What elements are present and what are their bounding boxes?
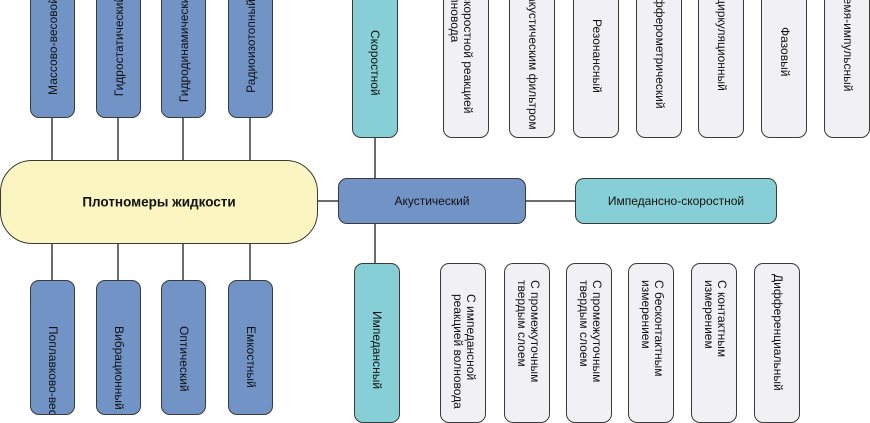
method-optical-label: Оптический [176,326,191,392]
method-mass-weight-label: Массово-весовой [45,0,60,95]
root-label: Плотномеры жидкости [82,194,236,210]
method-radioisotope-label: Радиоизотопный [243,0,258,93]
speed-subtype-label: С акустическим фильтром [526,0,540,130]
impedance-subtype-contact: С контактным измерением [691,263,737,423]
method-optical: Оптический [161,280,206,415]
impedance-subtype-differential: Дифференциальный [754,263,800,423]
acoustic-impedance-label: Импедансный [370,311,384,390]
impedance-subtype-solid-layer-2: С промежуточным твердым слоем [566,263,612,423]
speed-subtype-phase: Фазовый [761,0,807,138]
speed-subtype-time-pulse: Время-импульсный [824,0,870,138]
speed-subtype-differometric: Дифферометрический [636,0,682,138]
method-capacitive: Емкостный [228,280,273,415]
impedance-subtype-waveguide-reaction: С импедансной реакцией волновода [440,263,486,423]
acoustic-impedance-speed: Импедансно-скоростной [575,178,777,224]
speed-subtype-label: С скоростной реакцией волновода [448,0,475,117]
method-acoustic: Акустический [338,178,526,224]
impedance-subtype-solid-layer-1: С промежуточным твердым слоем [504,263,550,423]
speed-subtype-recirculation: Рециркуляционный [698,0,744,138]
impedance-subtype-label: С бесконтактным измерением [639,280,666,380]
speed-subtype-label: Рециркуляционный [715,0,729,91]
acoustic-speed-label: Скоростной [368,30,382,96]
method-radioisotope: Радиоизотопный [228,0,273,118]
method-capacitive-label: Емкостный [243,326,258,388]
method-mass-weight: Массово-весовой [30,0,75,118]
method-hydrostatic: Гидростатический [96,0,141,118]
speed-subtype-label: Фазовый [778,27,792,77]
method-float-weight: Поплавково-весовой [30,280,75,415]
impedance-subtype-label: С контактным измерением [702,280,729,361]
impedance-subtype-label: Дифференциальный [771,274,785,391]
speed-subtype-resonant: Резонансный [573,0,619,138]
root-node: Плотномеры жидкости [0,160,318,244]
impedance-subtype-contactless: С бесконтактным измерением [628,263,674,423]
method-float-weight-label: Поплавково-весовой [45,326,60,415]
speed-subtype-label: Дифферометрический [653,0,667,109]
method-acoustic-label: Акустический [394,194,470,208]
speed-subtype-label: Время-импульсный [841,0,855,92]
speed-subtype-acoustic-filter: С акустическим фильтром [509,0,555,138]
method-hydrostatic-label: Гидростатический [111,0,126,97]
speed-subtype-waveguide-reaction: С скоростной реакцией волновода [443,0,489,138]
connector-lines [51,118,575,280]
method-vibration: Вибрационный [96,280,141,415]
method-hydrodynamic: Гидродинамический [161,0,206,118]
speed-subtype-label: Резонансный [590,19,604,93]
method-hydrodynamic-label: Гидродинамический [176,0,191,103]
method-vibration-label: Вибрационный [111,326,126,410]
acoustic-impedance: Импедансный [354,263,400,423]
acoustic-impedance-speed-label: Импедансно-скоростной [607,194,745,208]
impedance-subtype-label: С промежуточным твердым слоем [577,280,604,386]
impedance-subtype-label: С импедансной реакцией волновода [451,294,478,409]
acoustic-speed: Скоростной [352,0,398,138]
impedance-subtype-label: С промежуточным твердым слоем [515,280,542,386]
